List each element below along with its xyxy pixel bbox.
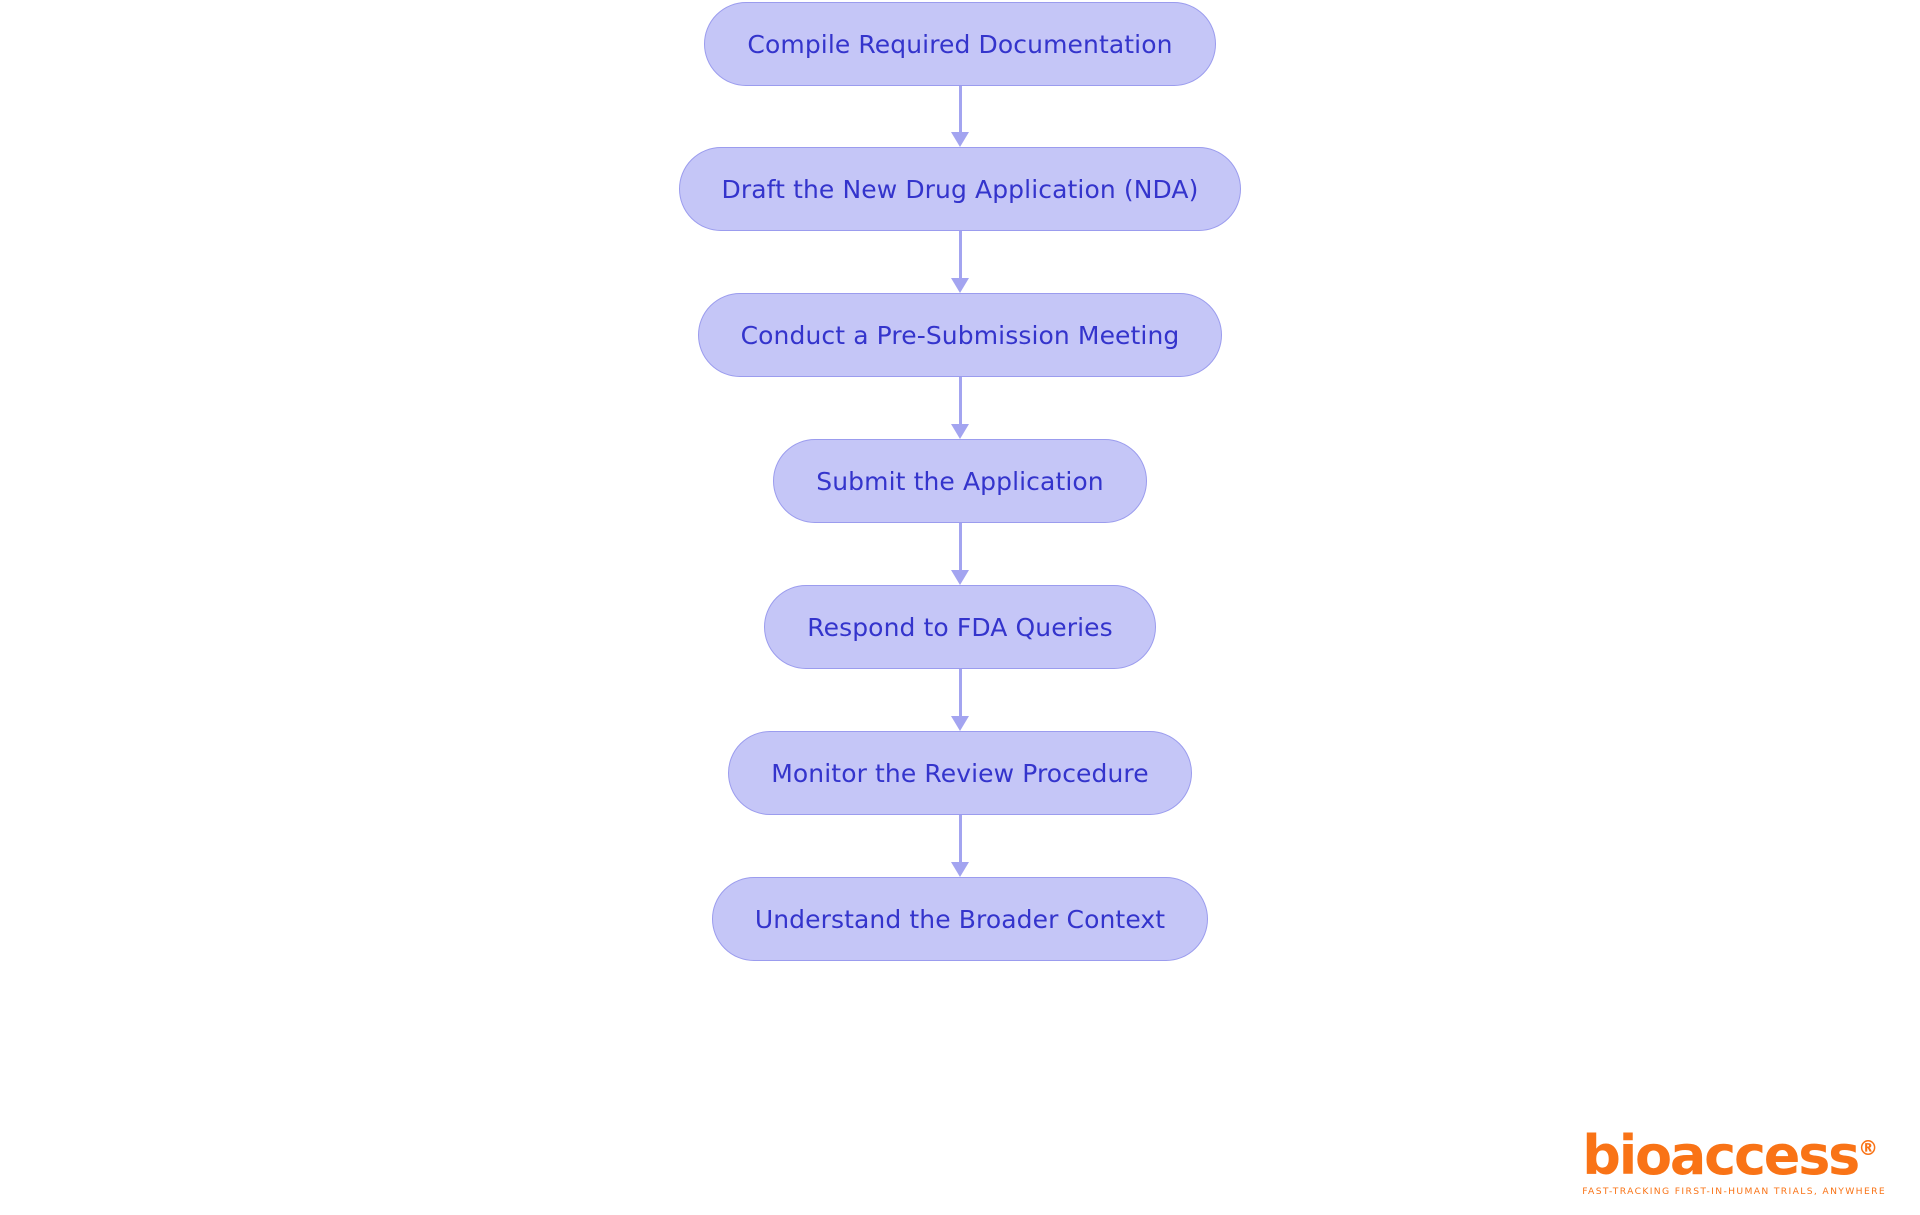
registered-trademark-icon: ® [1858,1136,1879,1160]
node-row: Submit the Application [0,439,1920,523]
connector-arrow-6 [951,815,969,877]
flow-node-label: Understand the Broader Context [754,904,1166,934]
connector-arrow-2 [951,231,969,293]
flow-node-label: Monitor the Review Procedure [771,758,1149,788]
connector-line [958,815,962,863]
connector-line [958,231,962,279]
flow-node-label: Conduct a Pre-Submission Meeting [740,320,1180,350]
connector-arrow-4 [951,523,969,585]
arrow-head-icon [951,716,969,731]
connector-line [958,86,962,133]
flow-node-conduct-a-pre-submission-meeting[interactable]: Conduct a Pre-Submission Meeting [697,293,1223,377]
connector-arrow-3 [951,377,969,439]
brand-wordmark: bioaccess® [1582,1129,1878,1183]
node-row: Draft the New Drug Application (NDA) [0,147,1920,231]
flow-node-label: Respond to FDA Queries [807,612,1113,642]
arrow-head-icon [951,424,969,439]
brand-wordmark-text: bioaccess [1582,1124,1860,1187]
flow-node-understand-the-broader-context[interactable]: Understand the Broader Context [711,877,1209,961]
connector-line [958,669,962,717]
connector-arrow-1 [951,86,969,147]
brand-tagline: FAST-TRACKING FIRST-IN-HUMAN TRIALS, ANY… [1582,1186,1886,1197]
flow-node-monitor-the-review-procedure[interactable]: Monitor the Review Procedure [728,731,1192,815]
flow-node-label: Draft the New Drug Application (NDA) [721,174,1199,204]
node-row: Conduct a Pre-Submission Meeting [0,293,1920,377]
flow-node-respond-to-fda-queries[interactable]: Respond to FDA Queries [764,585,1156,669]
flow-node-draft-the-new-drug-application[interactable]: Draft the New Drug Application (NDA) [678,147,1242,231]
flow-node-label: Submit the Application [816,466,1104,496]
connector-line [958,377,962,425]
arrow-head-icon [951,278,969,293]
flow-node-label: Compile Required Documentation [747,29,1173,59]
node-row: Monitor the Review Procedure [0,731,1920,815]
flow-column: Compile Required Documentation Draft the… [0,2,1920,961]
connector-line [958,523,962,571]
arrow-head-icon [951,570,969,585]
connector-arrow-5 [951,669,969,731]
flow-node-submit-the-application[interactable]: Submit the Application [773,439,1147,523]
arrow-head-icon [951,132,969,147]
node-row: Respond to FDA Queries [0,585,1920,669]
node-row: Understand the Broader Context [0,877,1920,961]
node-row: Compile Required Documentation [0,2,1920,86]
flow-node-compile-required-documentation[interactable]: Compile Required Documentation [704,2,1216,86]
bioaccess-logo: bioaccess® FAST-TRACKING FIRST-IN-HUMAN … [1582,1129,1886,1198]
arrow-head-icon [951,862,969,877]
